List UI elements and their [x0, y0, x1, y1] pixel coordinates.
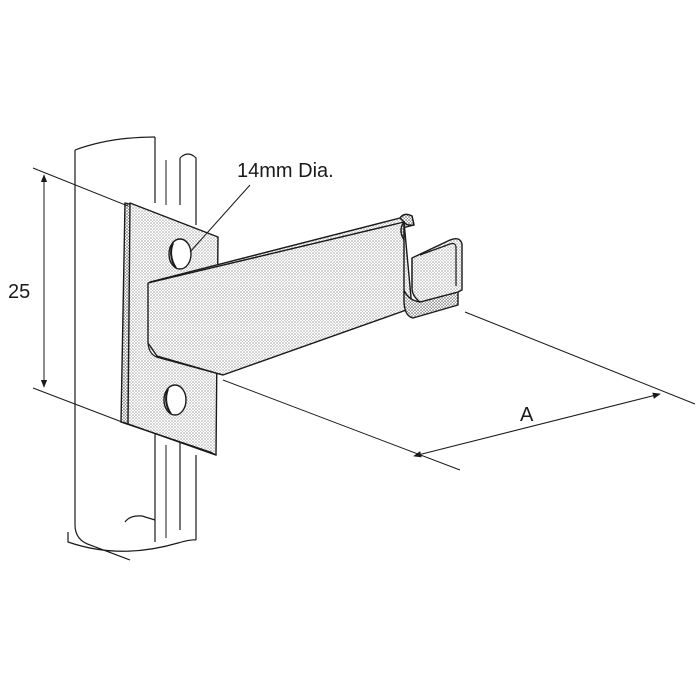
lower-hole: [163, 384, 187, 416]
height-dimension-label: 25: [8, 281, 30, 303]
hole-diameter-label: 14mm Dia.: [237, 160, 334, 182]
length-dimension: A: [222, 311, 696, 471]
cantilever-arm: [147, 213, 463, 376]
channel-strut: [67, 136, 197, 561]
upper-hole: [168, 238, 192, 270]
hole-callout: 14mm Dia.: [189, 160, 334, 253]
height-dimension: 25: [8, 167, 129, 423]
length-dimension-label: A: [520, 404, 534, 426]
